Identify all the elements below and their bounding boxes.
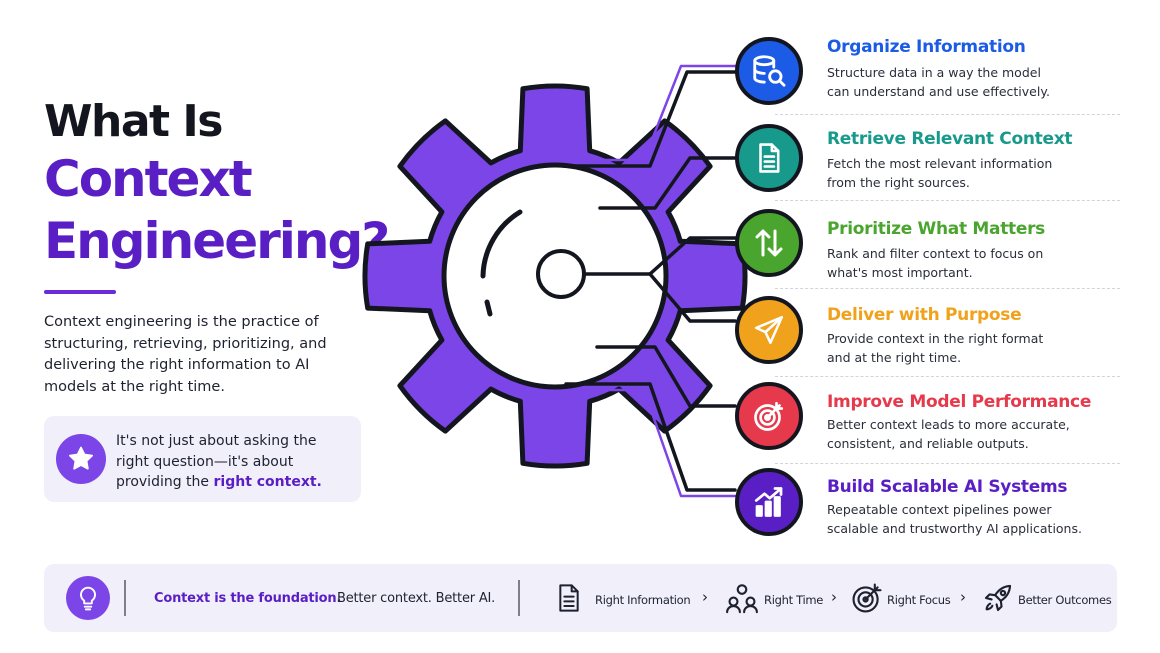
- gear-hub: [536, 249, 586, 299]
- step-divider: [775, 463, 1120, 464]
- footer-separator: [518, 580, 520, 616]
- people-icon: [724, 580, 760, 616]
- step-1-title: Organize Information: [827, 37, 1026, 57]
- footer-item-label: Right Focus: [887, 593, 951, 607]
- step-5-desc: Better context leads to more accurate, c…: [827, 417, 1070, 451]
- title-block: What Is Context Engineering?: [44, 96, 424, 272]
- step-3-title: Prioritize What Matters: [827, 219, 1046, 239]
- step-4-title: Deliver with Purpose: [827, 305, 1022, 325]
- quote-callout: It's not just about asking the right que…: [44, 416, 361, 502]
- footer-item-label: Right Time: [764, 593, 824, 607]
- quote-text: It's not just about asking the right que…: [116, 431, 352, 493]
- step-5-icon: [735, 382, 803, 450]
- intro-text: Context engineering is the practice of s…: [44, 314, 327, 395]
- step-5-title: Improve Model Performance: [827, 392, 1092, 412]
- footer-item-label: Better Outcomes: [1018, 593, 1112, 607]
- chevron-right-icon: ›: [831, 588, 837, 606]
- footer-separator: [124, 580, 126, 616]
- paper-plane-icon: [754, 315, 784, 345]
- document-icon: [551, 580, 587, 616]
- step-6-title: Build Scalable AI Systems: [827, 477, 1068, 497]
- step-6-desc: Repeatable context pipelines power scala…: [827, 502, 1082, 536]
- step-divider: [775, 114, 1120, 115]
- sort-arrows-icon: [755, 229, 783, 257]
- step-3-icon: [735, 209, 803, 277]
- lightbulb-icon: [66, 576, 110, 620]
- growth-chart-icon: [754, 487, 783, 517]
- footer-banner: Context is the foundation. Better contex…: [44, 564, 1117, 632]
- step-divider: [775, 288, 1120, 289]
- chevron-right-icon: ›: [960, 588, 966, 606]
- rocket-icon: [980, 580, 1016, 616]
- step-4-icon: [735, 296, 803, 364]
- connector-lines: [562, 70, 737, 492]
- step-2-title: Retrieve Relevant Context: [827, 129, 1073, 149]
- step-1-icon: [735, 37, 803, 105]
- footer-tagline-strong: Context is the foundation.: [154, 591, 342, 606]
- step-4-desc: Provide context in the right format and …: [827, 331, 1044, 365]
- step-2-desc: Fetch the most relevant information from…: [827, 156, 1053, 190]
- step-divider: [775, 376, 1120, 377]
- chevron-right-icon: ›: [702, 588, 708, 606]
- title-line-1: What Is: [44, 96, 223, 147]
- title-line-3: Engineering?: [44, 212, 390, 270]
- step-2-icon: [735, 124, 803, 192]
- quote-text-highlight: right context.: [213, 474, 322, 490]
- title-underline: [44, 290, 116, 294]
- database-search-icon: [753, 55, 786, 87]
- star-icon: [56, 434, 106, 484]
- step-6-icon: [735, 468, 803, 536]
- target-icon: [849, 580, 885, 616]
- document-icon: [759, 143, 780, 173]
- connector-accents: [600, 64, 737, 498]
- step-1-desc: Structure data in a way the model can un…: [827, 65, 1050, 99]
- target-icon: [754, 401, 784, 431]
- footer-item-label: Right Information: [595, 593, 691, 607]
- step-divider: [775, 200, 1120, 201]
- quote-text-main: It's not just about asking the right que…: [116, 433, 317, 490]
- step-3-desc: Rank and filter context to focus on what…: [827, 246, 1044, 280]
- title-line-2: Context: [44, 150, 253, 208]
- footer-tagline: Better context. Better AI.: [337, 591, 496, 606]
